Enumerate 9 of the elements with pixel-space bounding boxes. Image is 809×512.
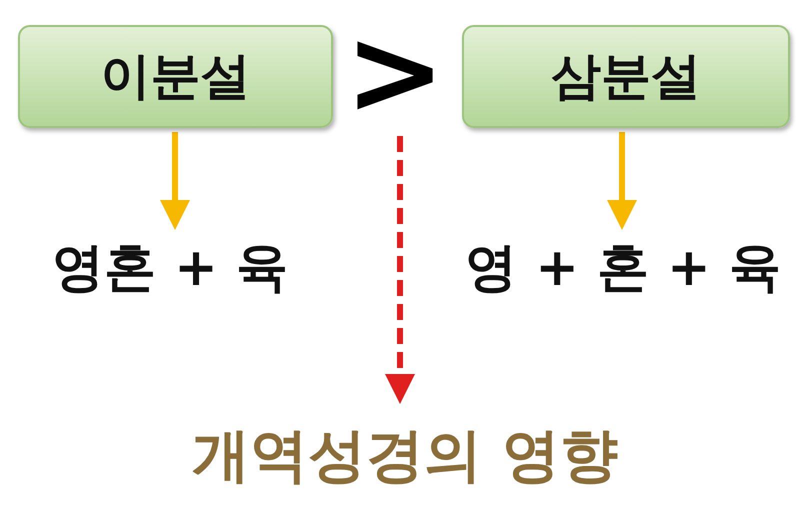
arrow: [607, 132, 637, 230]
conclusion-text: 개역성경의 영향: [170, 415, 640, 497]
greater-than-sign: >: [345, 12, 445, 132]
process-box: 이분설: [18, 25, 333, 128]
process-box: 삼분설: [462, 25, 790, 128]
result-text: 영혼 + 육: [40, 232, 300, 304]
arrow: [385, 136, 415, 404]
result-text: 영 + 혼 + 육: [458, 232, 788, 304]
arrow: [160, 132, 190, 230]
